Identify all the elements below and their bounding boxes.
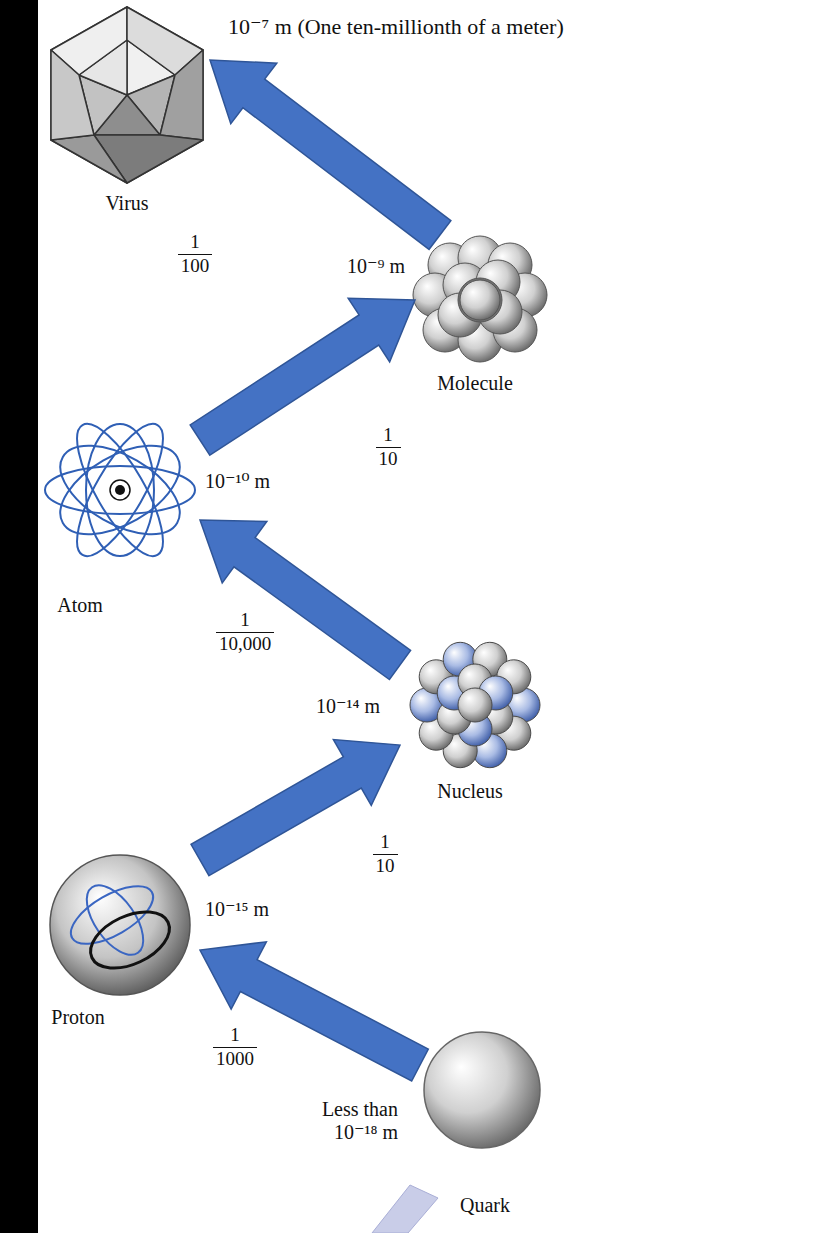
- node-name: Quark: [460, 1194, 510, 1217]
- atom-orbits: [86, 424, 154, 556]
- white-panel: [38, 0, 813, 1233]
- atom-orbits: [46, 428, 194, 553]
- atom-orbits: [46, 428, 194, 553]
- fraction-numerator: 1: [380, 425, 396, 447]
- node-name: Proton: [51, 1006, 104, 1029]
- size-label: 10⁻⁷ m (One ten-millionth of a meter): [228, 14, 564, 39]
- fraction-numerator: 1: [227, 1025, 243, 1047]
- virus-icon: Virus10⁻⁷ m (One ten-millionth of a mete…: [45, 5, 210, 185]
- fraction: 110: [376, 425, 401, 470]
- atom-orbits: [62, 413, 179, 567]
- size-label: 10⁻⁹ m: [347, 255, 405, 278]
- virus-icosahedron: [51, 7, 203, 183]
- block-arrow: [190, 298, 415, 455]
- molecule-spheres: [458, 278, 502, 322]
- fraction: 1100: [178, 232, 213, 277]
- nucleus-spheres: [458, 688, 492, 722]
- fraction-numerator: 1: [187, 232, 203, 254]
- atom-orbits: [115, 485, 125, 495]
- size-label: 10⁻¹⁵ m: [205, 898, 269, 921]
- atom-orbits: [45, 466, 195, 514]
- fraction-numerator: 1: [237, 610, 253, 632]
- fraction-denominator: 10: [376, 447, 401, 470]
- size-label: Less than 10⁻¹⁸ m: [306, 1098, 398, 1144]
- atom-orbits: [62, 413, 179, 567]
- proton-sphere: [50, 855, 190, 995]
- node-name: Nucleus: [437, 780, 503, 803]
- proton-icon: Proton10⁻¹⁵ m: [40, 850, 200, 1000]
- quark-sphere: [424, 1032, 540, 1148]
- fraction-denominator: 100: [178, 254, 213, 277]
- fraction-denominator: 10: [373, 854, 398, 877]
- atom-orbits: [45, 413, 195, 567]
- node-name: Molecule: [437, 372, 513, 395]
- virus-icosahedron: [51, 135, 127, 183]
- node-name: Virus: [105, 192, 148, 215]
- fraction-denominator: 10,000: [216, 632, 274, 655]
- fraction-numerator: 1: [377, 832, 393, 854]
- nucleus-spheres: [410, 642, 540, 767]
- molecule-spheres: [413, 236, 547, 362]
- proton-sphere: [82, 900, 178, 979]
- node-name: Atom: [57, 594, 103, 617]
- nucleus-icon: Nucleus10⁻¹⁴ m: [400, 640, 550, 770]
- faded-arrow: [372, 1185, 438, 1233]
- fraction: 11000: [213, 1025, 257, 1070]
- atom-orbits: [110, 480, 130, 500]
- fraction: 110,000: [216, 610, 274, 655]
- block-arrow: [191, 740, 400, 876]
- proton-sphere: [50, 855, 190, 995]
- quark-icon: QuarkLess than 10⁻¹⁸ m: [420, 1030, 545, 1150]
- molecule-spheres: [460, 280, 500, 320]
- block-arrow: [210, 60, 451, 249]
- virus-icosahedron: [160, 50, 203, 140]
- molecule-icon: Molecule10⁻⁹ m: [415, 235, 545, 365]
- size-label: 10⁻¹⁰ m: [205, 470, 270, 493]
- size-label: 10⁻¹⁴ m: [316, 695, 380, 718]
- atom-icon: Atom10⁻¹⁰ m: [40, 420, 200, 560]
- block-arrow: [200, 520, 411, 680]
- proton-sphere: [62, 875, 162, 956]
- fraction-denominator: 1000: [213, 1047, 257, 1070]
- fraction: 110: [373, 832, 398, 877]
- virus-icosahedron: [51, 50, 94, 140]
- block-arrow: [200, 942, 428, 1081]
- virus-icosahedron: [51, 7, 203, 183]
- quark-sphere: [424, 1032, 540, 1148]
